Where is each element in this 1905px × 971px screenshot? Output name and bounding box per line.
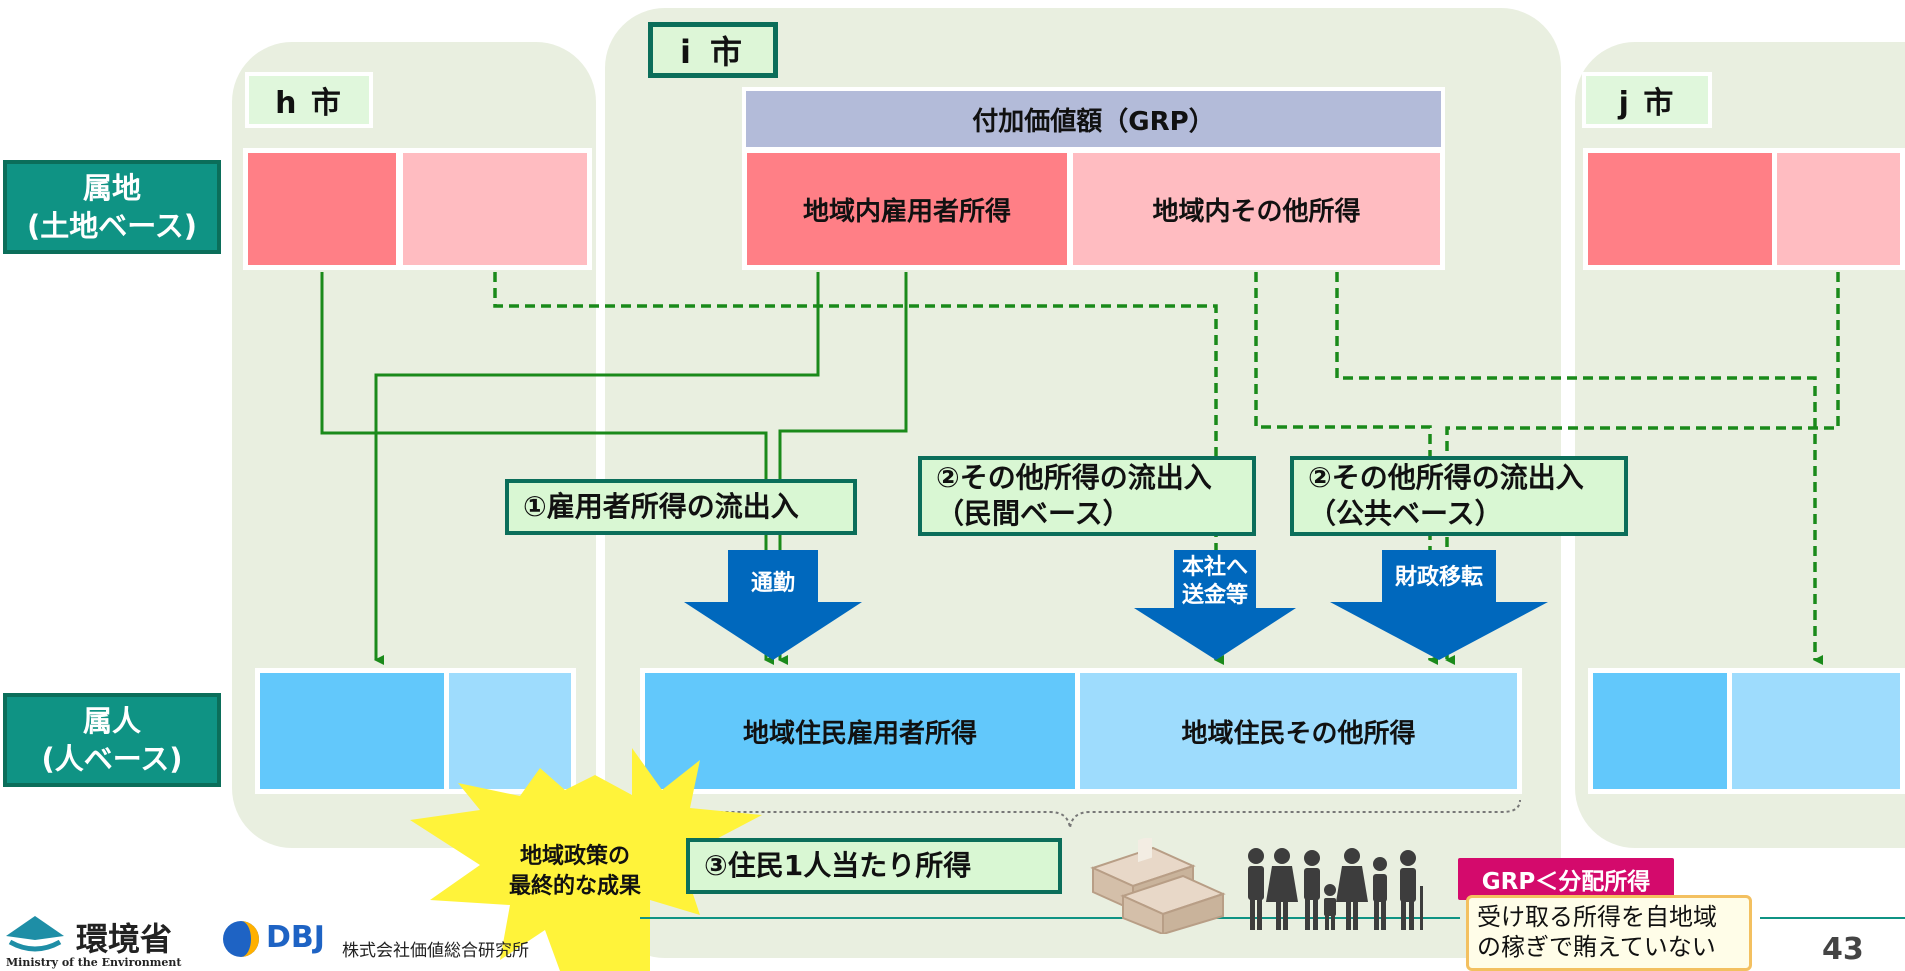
public-flow-line2: （公共ベース） <box>1308 497 1503 530</box>
starburst-line1: 地域政策の <box>519 844 630 869</box>
note-line2: の稼ぎで賄えていない <box>1477 933 1716 961</box>
private-flow-line1: ②その他所得の流出入 <box>936 461 1212 494</box>
family-people-icon <box>1248 848 1423 930</box>
private-flow-label: ②その他所得の流出入 （民間ベース） <box>918 456 1256 536</box>
h-local-employee-box <box>243 148 401 270</box>
h-resident-other-box <box>444 668 576 794</box>
grp-header: 付加価値額（GRP） <box>742 87 1445 151</box>
i-city-label: i 市 <box>648 22 778 78</box>
j-resident-employee-box <box>1588 668 1732 794</box>
j-local-employee-box <box>1583 148 1777 270</box>
remit-arrow <box>1134 550 1296 660</box>
territorial-label-sub: (土地ベース) <box>26 209 198 243</box>
public-flow-label: ②その他所得の流出入 （公共ベース） <box>1290 456 1628 536</box>
grp-distribution-badge: GRP＜分配所得 <box>1458 858 1674 900</box>
h-city-label: h 市 <box>245 72 373 128</box>
fiscal-arrow-label: 財政移転 <box>1394 565 1483 590</box>
remit-label-line2: 送金等 <box>1181 583 1248 608</box>
private-flow-line2: （民間ベース） <box>936 497 1131 530</box>
territorial-row-label: 属地 (土地ベース) <box>3 160 221 254</box>
note-line1: 受け取る所得を自地域 <box>1477 903 1717 931</box>
resident-label-sub: (人ベース) <box>41 742 183 776</box>
money-stack-icon <box>1090 838 1226 934</box>
resident-label-main: 属人 <box>82 704 141 738</box>
income-note: 受け取る所得を自地域 の稼ぎで賄えていない <box>1466 895 1752 971</box>
remit-label-line1: 本社へ <box>1181 555 1248 580</box>
dbj-logo: DBJ <box>222 920 342 964</box>
per-capita-label: ③住民1人当たり所得 <box>686 838 1062 894</box>
moe-emblem-icon <box>6 916 64 952</box>
commute-arrow-label: 通勤 <box>750 571 795 596</box>
resident-other-income-box: 地域住民その他所得 <box>1075 668 1522 794</box>
local-other-income-box: 地域内その他所得 <box>1068 148 1445 270</box>
j-city-label: j 市 <box>1582 72 1712 128</box>
public-flow-line1: ②その他所得の流出入 <box>1308 461 1584 494</box>
resident-brace <box>641 799 1521 829</box>
starburst-shape <box>410 748 762 971</box>
company-name: 株式会社価値総合研究所 <box>342 941 529 961</box>
moe-logo: 環境省 Ministry of the Environment <box>6 912 186 971</box>
page-number: 43 <box>1822 932 1864 967</box>
dbj-logo-text: DBJ <box>266 920 325 955</box>
resident-employee-income-box: 地域住民雇用者所得 <box>640 668 1080 794</box>
dbj-globe-icon <box>223 921 259 957</box>
moe-logo-subtext: Ministry of the Environment <box>6 956 182 969</box>
starburst-text: 地域政策の 最終的な成果 <box>470 842 680 902</box>
h-local-other-box <box>398 148 592 270</box>
starburst-line2: 最終的な成果 <box>508 874 641 899</box>
employee-flow-label: ①雇用者所得の流出入 <box>505 479 857 535</box>
local-employee-income-box: 地域内雇用者所得 <box>742 148 1072 270</box>
resident-row-label: 属人 (人ベース) <box>3 693 221 787</box>
remit-arrow-label: 本社へ 送金等 <box>1170 554 1260 610</box>
j-local-other-box <box>1772 148 1905 270</box>
fiscal-arrow <box>1330 550 1548 660</box>
moe-logo-text: 環境省 <box>76 920 173 958</box>
j-resident-other-box <box>1727 668 1905 794</box>
territorial-label-main: 属地 <box>82 171 141 205</box>
commute-arrow <box>684 550 862 660</box>
